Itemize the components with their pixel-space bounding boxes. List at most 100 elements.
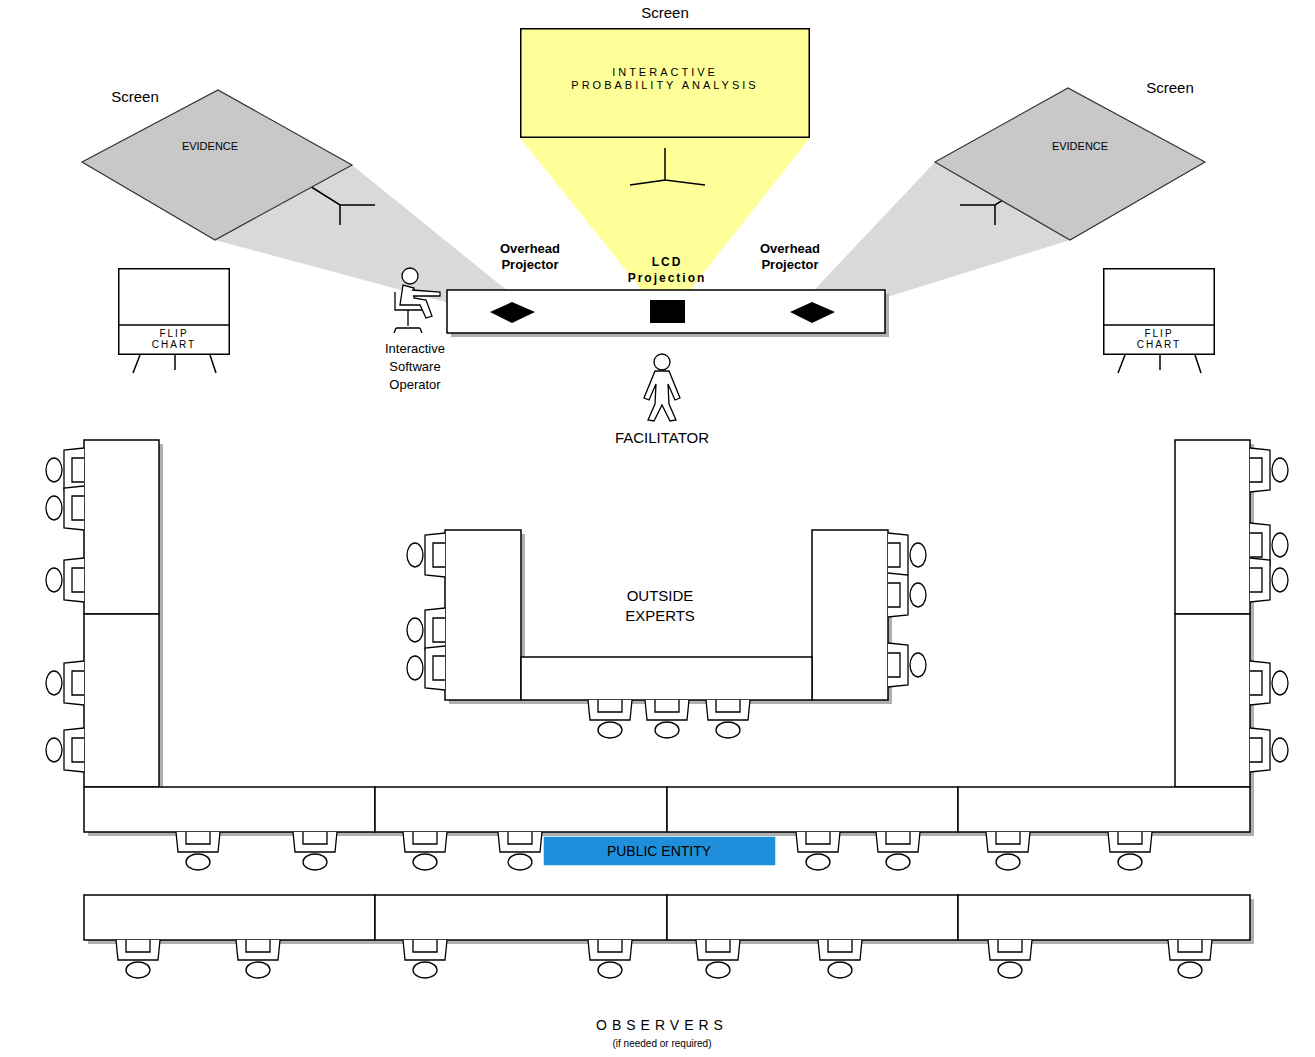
flip-chart-label: FLIP CHART xyxy=(1129,328,1189,350)
table xyxy=(812,530,888,700)
screen-rect: ScreenINTERACTIVE PROBABILITY ANALYSIS xyxy=(520,28,810,138)
person-head xyxy=(46,458,62,482)
chair xyxy=(1250,448,1288,492)
person-head xyxy=(1272,458,1288,482)
chair xyxy=(407,646,445,690)
person-head xyxy=(598,962,622,978)
table xyxy=(1175,440,1250,614)
screen-symbol xyxy=(305,183,375,225)
tables xyxy=(84,290,1254,944)
person-head xyxy=(598,722,622,738)
screen-content: EVIDENCE xyxy=(1025,140,1135,153)
person-head xyxy=(46,568,62,592)
flip-chart-legs xyxy=(133,355,1201,373)
chair xyxy=(888,573,926,617)
chair xyxy=(588,700,632,738)
screen-heading: Screen xyxy=(95,88,175,106)
node-outline xyxy=(935,88,1205,240)
chair-back xyxy=(588,700,632,720)
person-head xyxy=(828,962,852,978)
chair-back xyxy=(64,558,84,602)
chair xyxy=(1250,661,1288,705)
person-head xyxy=(1272,533,1288,557)
screen-outline xyxy=(82,90,352,240)
chair xyxy=(818,940,862,978)
person-head xyxy=(886,854,910,870)
person-head xyxy=(186,854,210,870)
person-head xyxy=(996,854,1020,870)
person-head xyxy=(303,854,327,870)
person-head xyxy=(407,618,423,642)
chair-back xyxy=(1250,728,1270,772)
chair xyxy=(403,940,447,978)
chair-back xyxy=(645,700,689,720)
person-head xyxy=(716,722,740,738)
table xyxy=(84,895,375,940)
chair-back xyxy=(796,832,840,852)
chair-back xyxy=(1250,448,1270,492)
chair-back xyxy=(403,832,447,852)
chair-back xyxy=(403,940,447,960)
chair xyxy=(986,832,1030,870)
box-outline xyxy=(521,29,810,138)
chair xyxy=(888,643,926,687)
screen-content: EVIDENCE xyxy=(155,140,265,153)
flip-chart: FLIP CHART xyxy=(1103,268,1215,355)
chair-back xyxy=(696,940,740,960)
chair xyxy=(706,700,750,738)
figure-arm xyxy=(412,290,440,296)
table xyxy=(375,787,667,832)
chair-back xyxy=(1250,661,1270,705)
public-entity-band: PUBLIC ENTITY xyxy=(543,836,776,866)
person-head xyxy=(1272,671,1288,695)
screen-outline xyxy=(935,88,1205,240)
chair xyxy=(1250,728,1288,772)
overhead-projector xyxy=(490,302,535,323)
chair-back xyxy=(888,533,908,577)
chair xyxy=(116,940,160,978)
figure-body xyxy=(644,371,680,421)
chair-back xyxy=(293,832,337,852)
person-head xyxy=(508,854,532,870)
table xyxy=(667,895,958,940)
chair-back xyxy=(706,700,750,720)
screen-symbol xyxy=(630,148,705,185)
note-label: (if needed or required) xyxy=(562,1038,762,1051)
table xyxy=(1175,614,1250,787)
table xyxy=(84,614,159,787)
person-head xyxy=(706,962,730,978)
chair-back xyxy=(64,728,84,772)
overhead-projector xyxy=(790,302,835,323)
chair xyxy=(498,832,542,870)
person-head xyxy=(46,738,62,762)
chair-back xyxy=(425,646,445,690)
person-head xyxy=(413,962,437,978)
chair-back xyxy=(236,940,280,960)
chairs xyxy=(46,448,1288,978)
node-outline xyxy=(82,90,352,240)
chair-back xyxy=(988,940,1032,960)
flip-chart: FLIP CHART xyxy=(118,268,230,355)
chair-back xyxy=(176,832,220,852)
table xyxy=(84,440,159,614)
table xyxy=(445,530,521,700)
figure-head xyxy=(654,354,670,370)
screen-heading: Screen xyxy=(615,4,715,22)
chair xyxy=(407,533,445,577)
screen-diamond: ScreenEVIDENCE xyxy=(935,88,1205,240)
person-head xyxy=(246,962,270,978)
person-head xyxy=(806,854,830,870)
screen-symbols xyxy=(305,148,1030,225)
chair xyxy=(1168,940,1212,978)
chair xyxy=(645,700,689,738)
flip-chart-divider xyxy=(118,324,230,326)
chair xyxy=(236,940,280,978)
device-label: LCD Projection xyxy=(621,254,713,286)
chair-back xyxy=(818,940,862,960)
group-label: OUTSIDE EXPERTS xyxy=(605,586,715,625)
person-head xyxy=(407,543,423,567)
group-label: OBSERVERS xyxy=(502,1017,822,1035)
chair-back xyxy=(498,832,542,852)
